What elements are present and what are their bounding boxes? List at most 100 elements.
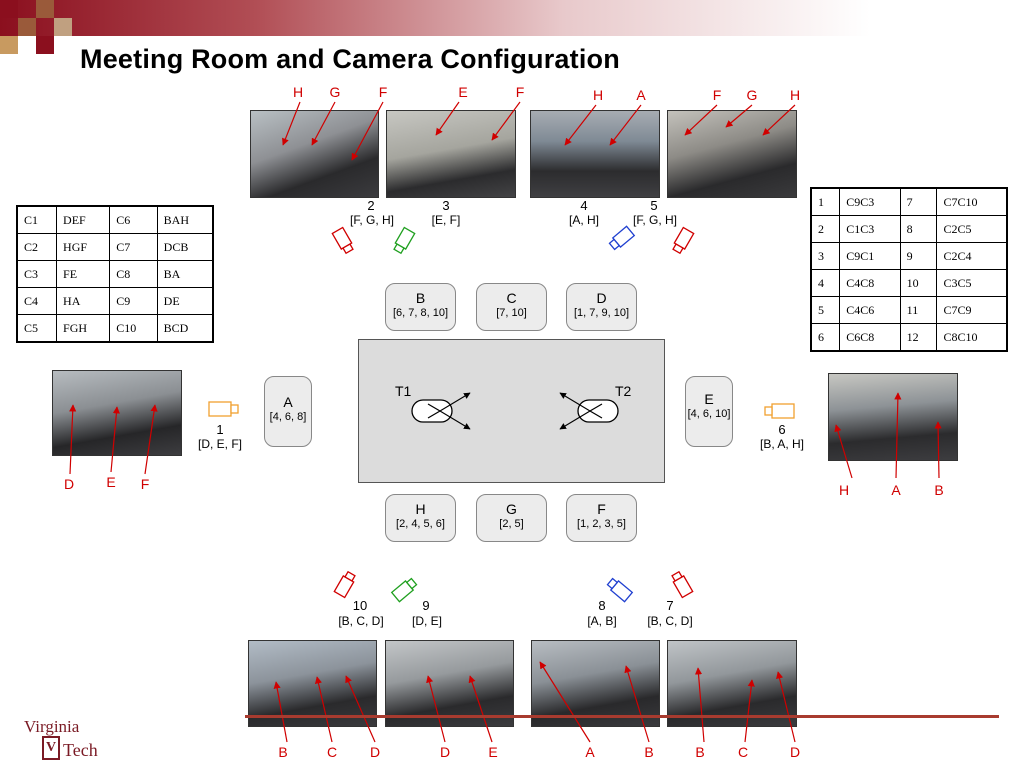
- camera-photo-5: [667, 110, 797, 198]
- table-cell: C9C3: [839, 187, 901, 216]
- camera-coverage: [F, G, H]: [349, 213, 395, 227]
- person-label: A: [636, 87, 646, 103]
- camera-photo-8: [531, 640, 660, 727]
- person-label: F: [378, 84, 388, 100]
- camera-coverage: [B, C, D]: [338, 614, 384, 628]
- header-banner: [0, 0, 1024, 36]
- banner-square: [0, 0, 18, 18]
- table-cell: 12: [899, 323, 938, 352]
- person-label: B: [644, 744, 654, 760]
- banner-square: [54, 18, 72, 36]
- table-label-t2: T2: [615, 383, 632, 399]
- seat-c: C [7, 10]: [476, 283, 547, 331]
- table-cell: 3: [810, 242, 841, 270]
- camera-photo-6: [828, 373, 958, 461]
- banner-square: [36, 36, 54, 54]
- seat-label: A: [283, 394, 293, 410]
- person-label: F: [140, 476, 150, 492]
- camera-6-icon: [764, 403, 795, 419]
- camera-photo-7: [667, 640, 797, 727]
- camera-photo-2: [250, 110, 379, 198]
- camera-coverage: [E, F]: [431, 213, 461, 227]
- seat-a: A [4, 6, 8]: [264, 376, 312, 447]
- camera-photo-3: [386, 110, 516, 198]
- seat-label: B: [415, 290, 426, 306]
- camera-coverage: [D, E, F]: [197, 437, 243, 451]
- footer-divider: [245, 715, 999, 718]
- camera-photo-1: [52, 370, 182, 456]
- person-label: E: [488, 744, 498, 760]
- table-cell: C1: [16, 205, 58, 234]
- table-cell: 8: [899, 215, 938, 243]
- person-label: E: [458, 84, 468, 100]
- person-label: F: [515, 84, 525, 100]
- seat-g: G [2, 5]: [476, 494, 547, 542]
- person-label: H: [789, 87, 801, 103]
- person-label: C: [326, 744, 338, 760]
- table-cell: C3: [16, 260, 58, 288]
- table-cell: 10: [899, 269, 938, 297]
- table-cell: C7: [109, 233, 158, 261]
- person-label: D: [439, 744, 451, 760]
- table-cell: C4C8: [839, 269, 901, 297]
- seat-cameras: [1, 2, 3, 5]: [577, 518, 626, 530]
- seat-cameras: [2, 4, 5, 6]: [396, 518, 445, 530]
- person-label: B: [695, 744, 705, 760]
- banner-square: [0, 36, 18, 54]
- table-cell: 9: [899, 242, 938, 270]
- table-cell: 7: [899, 187, 938, 216]
- table-cell: C6C8: [839, 323, 901, 352]
- person-label: D: [63, 476, 75, 492]
- table-cell: HA: [56, 287, 111, 315]
- seat-cameras: [1, 7, 9, 10]: [573, 307, 630, 319]
- table-cell: 2: [810, 215, 841, 243]
- seat-e: E [4, 6, 10]: [685, 376, 733, 447]
- camera-7-icon: [671, 570, 694, 599]
- table-cell: C8C10: [936, 323, 1008, 352]
- table-cell: FGH: [56, 314, 111, 343]
- camera-2-icon: [331, 226, 354, 255]
- person-label: C: [737, 744, 749, 760]
- camera-coverage: [F, G, H]: [632, 213, 678, 227]
- camera-number: 4: [580, 198, 588, 213]
- camera-10-icon: [333, 570, 356, 599]
- camera-number: 7: [666, 598, 674, 613]
- seat-cameras: [4, 6, 10]: [687, 408, 731, 420]
- logo-text-bottom: Tech: [63, 740, 98, 760]
- table-cell: C8: [109, 260, 158, 288]
- person-label: G: [746, 87, 758, 103]
- camera-number: 6: [778, 422, 786, 437]
- logo-text-top: Virginia: [24, 717, 80, 736]
- person-label: D: [369, 744, 381, 760]
- camera-number: 3: [442, 198, 450, 213]
- camera-number: 2: [367, 198, 375, 213]
- person-label: B: [934, 482, 944, 498]
- meeting-table: [358, 339, 665, 483]
- table-cell: FE: [56, 260, 111, 288]
- camera-8-icon: [606, 577, 634, 603]
- seat-label: G: [506, 501, 517, 517]
- virginia-tech-logo: Virginia V Tech: [24, 718, 98, 760]
- table-cell: BCD: [156, 314, 214, 343]
- table-cell: 5: [810, 296, 841, 324]
- camera-number: 8: [598, 598, 606, 613]
- person-label: H: [592, 87, 604, 103]
- person-label: A: [585, 744, 595, 760]
- seat-b: B [6, 7, 8, 10]: [385, 283, 456, 331]
- camera-5-icon: [672, 226, 695, 255]
- table-cell: C4: [16, 287, 58, 315]
- table-cell: BA: [156, 260, 214, 288]
- table-cell: DE: [156, 287, 214, 315]
- table-cell: DEF: [56, 205, 111, 234]
- camera-coverage: [B, C, D]: [647, 614, 693, 628]
- table-cell: BAH: [156, 205, 214, 234]
- person-label: A: [891, 482, 901, 498]
